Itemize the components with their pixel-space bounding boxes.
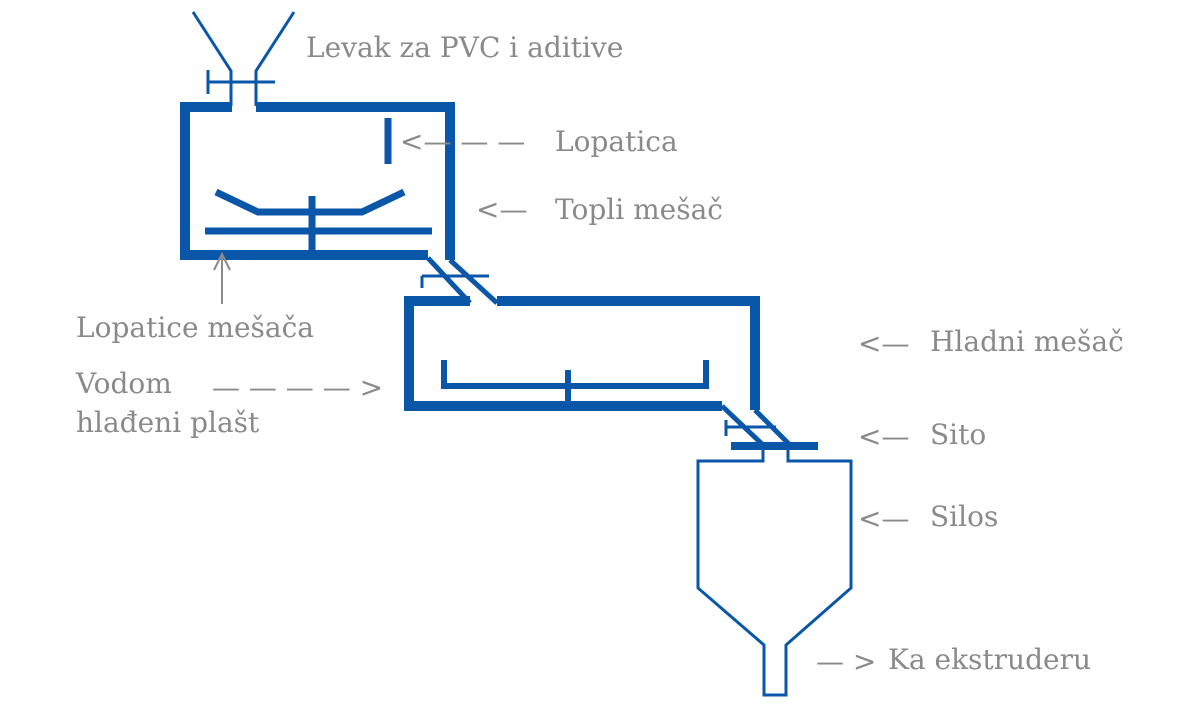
hot-mixer-label: Topli mešač <box>555 193 723 226</box>
sieve-arrow: <— <box>858 420 910 453</box>
outlet-chute <box>720 404 792 447</box>
cold-mixer-arrow: <— <box>858 327 910 360</box>
cold-mixer-label: Hladni mešač <box>930 325 1124 358</box>
silo-body <box>696 450 853 697</box>
paddle-label: Lopatica <box>555 125 678 158</box>
paddle-arrow: <— — — <box>400 125 526 158</box>
transfer-chute <box>420 256 499 305</box>
water-jacket-label-line1: Vodom <box>76 367 172 400</box>
hot-mixer-arrow: <— <box>476 193 528 226</box>
water-jacket-label-line2: hlađeni plašt <box>76 406 260 439</box>
hopper-label: Levak za PVC i aditive <box>306 31 624 64</box>
silo-arrow: <— <box>858 502 910 535</box>
hot-mixer-vessel <box>180 102 455 260</box>
extruder-arrow: — > <box>816 645 877 678</box>
sieve-label: Sito <box>930 418 987 451</box>
water-jacket-arrow: — — — — > <box>212 371 384 404</box>
mixer-paddles-pointer <box>213 251 231 304</box>
silo-label: Silos <box>930 500 999 533</box>
mixer-paddles-label: Lopatice mešača <box>76 311 314 344</box>
feed-hopper <box>191 11 296 106</box>
cold-mixer-vessel <box>404 296 760 411</box>
extruder-label: Ka ekstruderu <box>888 643 1091 676</box>
